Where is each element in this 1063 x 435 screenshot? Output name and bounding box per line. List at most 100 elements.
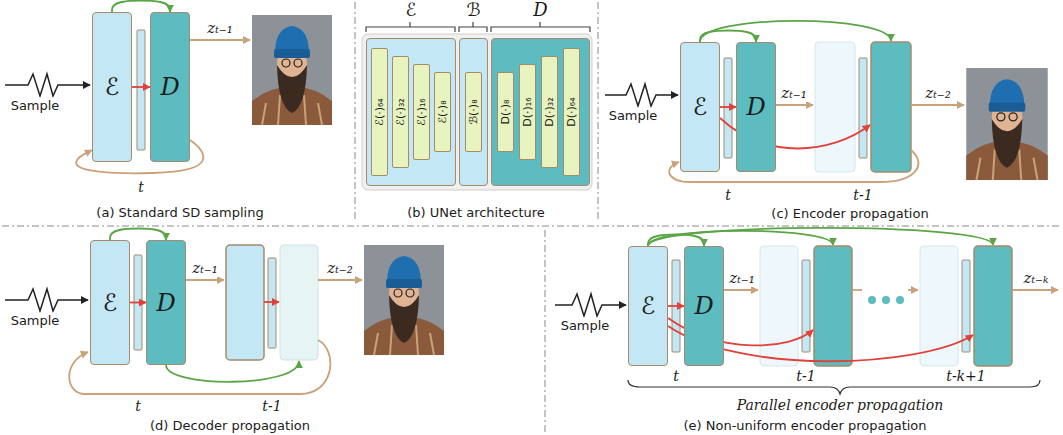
feature-arrow — [130, 302, 146, 304]
encoder-box — [226, 245, 264, 360]
panel-caption: (e) Non-uniform encoder propagation — [682, 418, 927, 433]
latent-label: zₜ₋₂ — [924, 84, 952, 102]
timestep-label: t-1 — [795, 368, 816, 384]
layer-name: D(·)₃₂ — [543, 97, 555, 126]
unet-part-box: D — [146, 240, 186, 365]
input-label: Sample — [10, 98, 61, 113]
panel-caption: (b) UNet architecture — [406, 205, 546, 220]
layer-block: D(·)₁₆ — [519, 64, 536, 160]
noise-arrow — [5, 289, 88, 311]
timestep-label: t-1 — [852, 187, 873, 203]
brace-label: Parallel encoder propagation — [736, 397, 945, 413]
skip-connection — [648, 231, 833, 246]
input-label: Sample — [560, 318, 611, 333]
output-arrow — [318, 279, 362, 281]
layer-block: ℰ(·)₃₂ — [392, 56, 409, 168]
module-symbol: D — [160, 74, 179, 100]
output-line — [852, 289, 862, 291]
timestep-label: t-1 — [261, 398, 282, 414]
module-symbol: D — [694, 293, 713, 319]
group-heading: D — [492, 0, 589, 20]
module-symbol: ℰ — [103, 289, 118, 315]
output-arrow — [908, 289, 918, 291]
layer-name: D(·)₁₆ — [521, 97, 533, 126]
unet-part-box: D — [736, 42, 776, 172]
timestep-label: t — [137, 179, 145, 195]
skip-connection — [110, 229, 166, 241]
skipped-encoder — [815, 42, 855, 172]
skip-connection — [648, 228, 993, 246]
timestep-label: t-k+1 — [945, 368, 986, 384]
unet-part-box: D — [684, 246, 724, 366]
layer-name: ℰ(·)₆₄ — [373, 98, 385, 126]
noise-arrow — [5, 74, 90, 96]
layer-group: ℬ(·)₈ℬ — [459, 38, 488, 186]
timestep-label: t — [672, 368, 680, 384]
module-symbol: ℰ — [105, 74, 120, 100]
latent-label: zₜ₋₂ — [326, 259, 354, 277]
output-arrow — [190, 39, 250, 41]
layer-block: ℰ(·)₈ — [434, 72, 451, 152]
group-bracket — [366, 22, 590, 32]
panel-d-art — [5, 245, 444, 394]
timestep-bar — [724, 58, 732, 158]
timestep-label: t — [724, 187, 732, 203]
group-heading: ℬ — [460, 0, 487, 20]
input-label: Sample — [10, 313, 61, 328]
module-symbol: ℰ — [641, 293, 656, 319]
feature-arrow — [132, 86, 150, 88]
panel-c-art — [605, 21, 1048, 182]
output-arrow — [724, 289, 758, 291]
layer-name: D(·)₈ — [499, 100, 511, 125]
generated-image — [364, 245, 444, 355]
layer-block: D(·)₃₂ — [541, 56, 558, 168]
module-symbol: ℰ — [693, 94, 708, 120]
decoder-box — [814, 246, 852, 366]
noise-arrow — [605, 84, 678, 106]
timestep-label: t — [134, 398, 142, 414]
skipped-encoder — [760, 246, 798, 366]
layer-name: ℰ(·)₈ — [436, 100, 448, 123]
output-arrow — [186, 279, 224, 281]
panel-b-art — [362, 22, 592, 190]
timestep-bar — [859, 58, 867, 158]
skip-connection — [700, 21, 891, 42]
decoder-box — [974, 246, 1012, 366]
ellipsis-dots — [868, 296, 904, 304]
unet-part-box: D — [150, 12, 190, 162]
generated-image — [252, 15, 332, 125]
layer-group: D(·)₈D(·)₁₆D(·)₃₂D(·)₆₄D — [491, 38, 590, 186]
layer-name: ℰ(·)₁₆ — [415, 98, 427, 126]
feature-arrow — [264, 301, 279, 303]
input-label: Sample — [608, 108, 659, 123]
layer-group: ℰ(·)₆₄ℰ(·)₃₂ℰ(·)₁₆ℰ(·)₈ℰ — [366, 38, 456, 186]
layer-name: D(·)₆₄ — [565, 97, 577, 126]
layer-block: D(·)₈ — [497, 72, 514, 152]
panel-caption: (c) Encoder propagation — [770, 206, 929, 221]
timestep-bar — [268, 258, 276, 348]
module-symbol: D — [746, 94, 765, 120]
skip-connection — [112, 1, 170, 13]
skip-connection — [648, 235, 704, 247]
output-arrow — [1012, 289, 1058, 291]
feature-arrow — [720, 106, 736, 108]
skipped-decoder — [280, 245, 318, 360]
decoder-box — [871, 42, 911, 172]
layer-block: ℰ(·)₆₄ — [371, 48, 388, 176]
latent-label: zₜ₋ₖ — [1023, 269, 1050, 287]
skip-connection — [700, 31, 756, 43]
panel-caption: (a) Standard SD sampling — [95, 205, 264, 220]
feature-arrow — [668, 305, 684, 307]
layer-name: ℬ(·)₈ — [467, 99, 479, 124]
latent-label: zₜ₋₁ — [780, 84, 808, 102]
layer-name: ℰ(·)₃₂ — [394, 98, 406, 126]
output-arrow — [911, 104, 964, 106]
output-arrow — [776, 104, 813, 106]
generated-image — [966, 68, 1047, 180]
unet-part-box: ℰ — [680, 42, 720, 172]
unet-part-box: ℰ — [92, 12, 132, 162]
noise-arrow — [555, 294, 626, 316]
group-heading: ℰ — [367, 0, 455, 20]
